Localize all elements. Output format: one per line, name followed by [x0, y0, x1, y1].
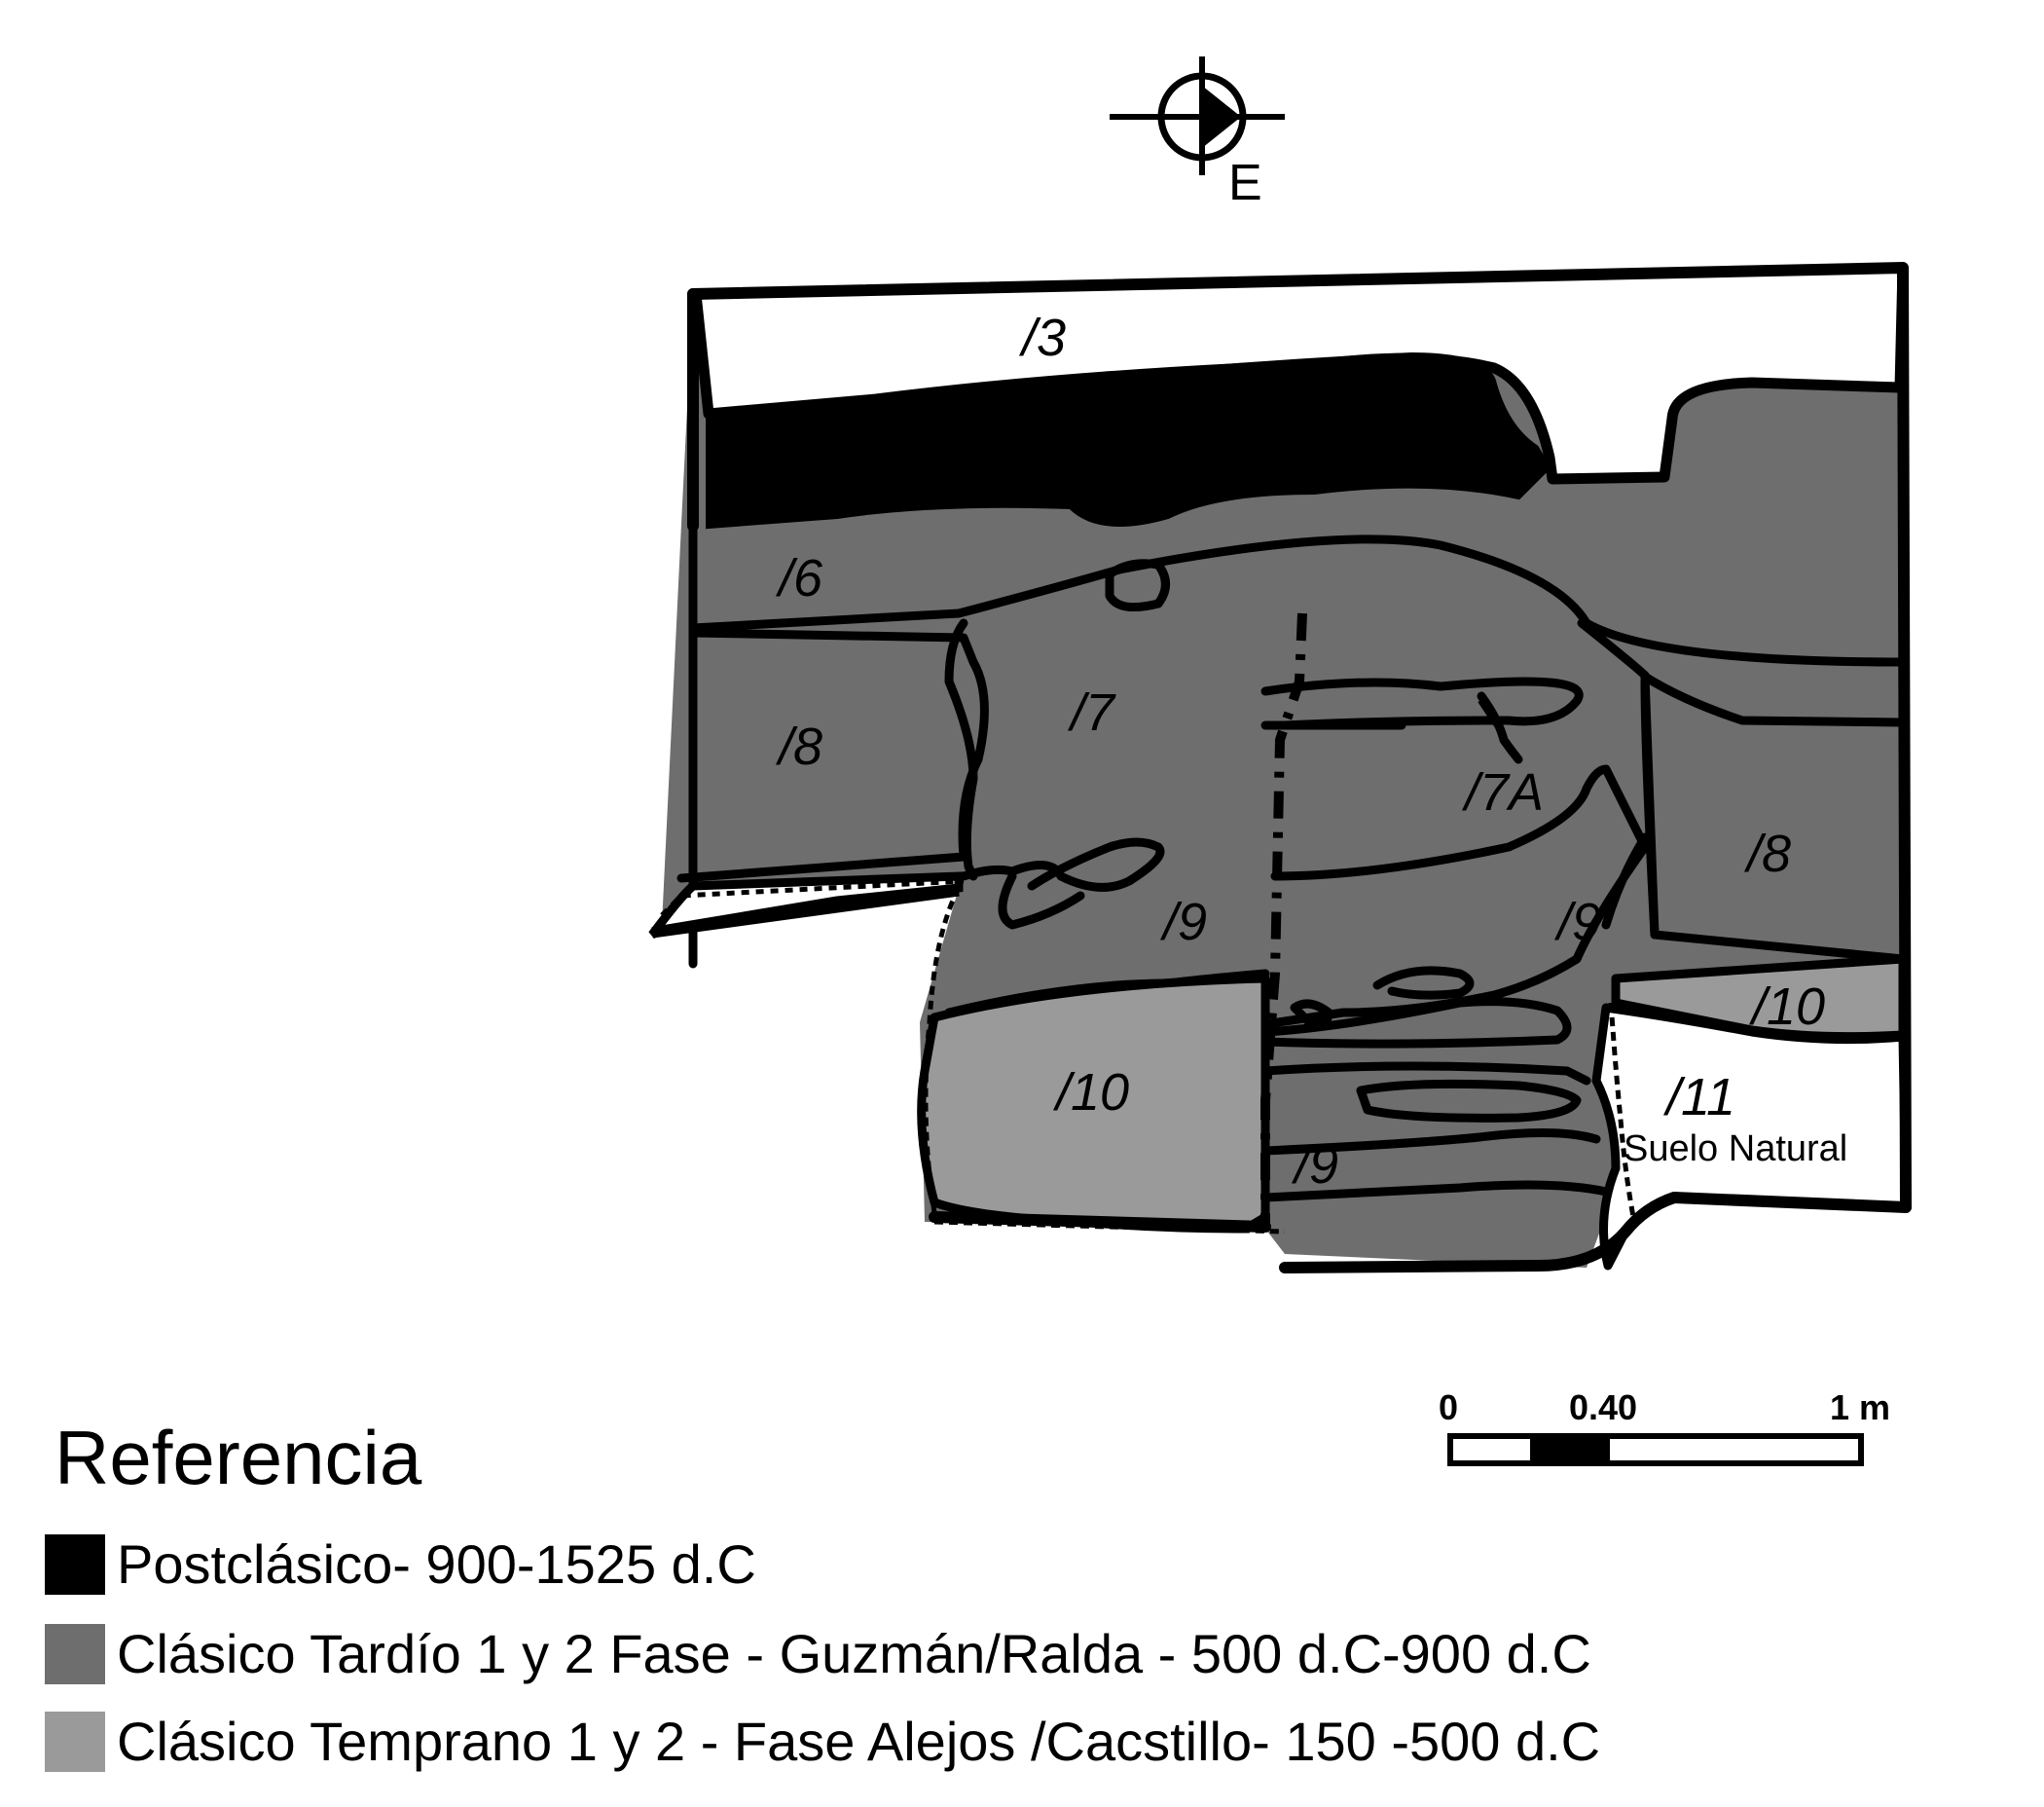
label-layer-7a: /7A	[1461, 763, 1544, 822]
label-layer-6: /6	[775, 549, 823, 608]
legend-item-clasico-temprano: Clásico Temprano 1 y 2 - Fase Alejos /Ca…	[45, 1708, 1600, 1776]
legend-item-postclasico: Postclásico- 900-1525 d.C	[45, 1530, 756, 1599]
label-7a-leader	[1478, 699, 1520, 761]
scale-tick-mid: 0.40	[1569, 1387, 1637, 1427]
north-arrow-compass	[1110, 56, 1285, 175]
scale-tick-end: 1 m	[1830, 1387, 1890, 1427]
section-divider	[1260, 612, 1307, 1229]
legend-title: Referencia	[55, 1415, 422, 1500]
legend-label-clasico-temprano: Clásico Temprano 1 y 2 - Fase Alejos /Ca…	[117, 1711, 1601, 1772]
legend-swatch-clasico-temprano	[45, 1712, 105, 1772]
legend-item-clasico-tardio: Clásico Tardío 1 y 2 Fase - Guzmán/Ralda…	[45, 1620, 1591, 1688]
label-layer-3: /3	[1018, 309, 1066, 367]
label-layer-8-left: /8	[775, 718, 822, 776]
label-layer-11: /11	[1662, 1068, 1735, 1126]
label-layer-10-left: /10	[1052, 1063, 1129, 1122]
legend-swatch-clasico-tardio	[45, 1624, 105, 1684]
compass-direction-label: E	[1228, 155, 1262, 211]
label-layer-9-c: /9	[1291, 1136, 1338, 1195]
scale-tick-0: 0	[1439, 1387, 1458, 1427]
layer-postclasico	[706, 351, 1551, 530]
label-layer-9-b: /9	[1553, 893, 1601, 951]
scale-bar	[1447, 1433, 1864, 1466]
legend-label-postclasico: Postclásico- 900-1525 d.C	[117, 1533, 756, 1595]
label-suelo-natural: Suelo Natural	[1624, 1128, 1847, 1169]
excavation-outline	[687, 262, 1912, 1273]
cut-hatching	[923, 886, 1638, 1235]
label-layer-10-right: /10	[1748, 977, 1825, 1036]
legend-swatch-postclasico	[45, 1534, 105, 1595]
label-layer-9-a: /9	[1159, 893, 1207, 951]
label-layer-8-right: /8	[1743, 825, 1791, 883]
label-layer-7: /7	[1067, 683, 1116, 742]
legend-label-clasico-tardio: Clásico Tardío 1 y 2 Fase - Guzmán/Ralda…	[117, 1623, 1591, 1684]
